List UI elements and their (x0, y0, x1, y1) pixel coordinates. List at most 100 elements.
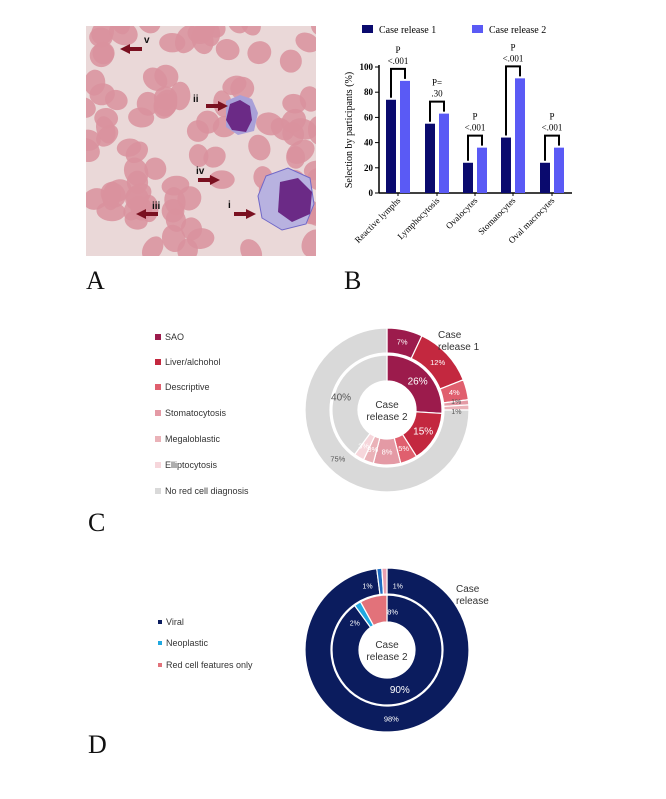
red-blood-cell (161, 199, 185, 223)
red-blood-cell (159, 32, 186, 53)
red-blood-cell (180, 217, 203, 241)
reactive-lymphocyte-nucleus (278, 178, 312, 222)
ring-label-case-release-2: Case (375, 400, 399, 411)
y-tick-label: 100 (360, 62, 374, 72)
significance-bracket (467, 134, 483, 161)
ring-label-case-release-2: release 2 (366, 652, 408, 663)
red-blood-cell (89, 27, 113, 48)
ring-label-case-release-2: Case (375, 640, 399, 651)
arrow-icon (234, 209, 256, 219)
slice-label: 90% (390, 685, 410, 696)
significance-bracket (390, 67, 406, 98)
bar-case-release-1 (540, 162, 550, 193)
slice-label: 4% (449, 388, 460, 397)
bar-case-release-1 (386, 99, 396, 193)
p-value-label: P (549, 112, 554, 122)
legend-swatch (158, 641, 162, 645)
legend-label: Elliptocytosis (165, 460, 218, 470)
red-blood-cell (201, 26, 221, 47)
red-blood-cell (141, 236, 164, 256)
red-blood-cell (215, 39, 240, 61)
arrow-icon (206, 101, 228, 111)
legend-label: Case release 1 (379, 25, 436, 36)
legend-item: Descriptive (155, 382, 210, 392)
bar-case-release-2 (400, 80, 410, 193)
red-blood-cell (279, 49, 302, 73)
bar-case-release-2 (439, 113, 449, 193)
p-value: .30 (431, 89, 443, 99)
red-blood-cell (227, 26, 249, 34)
legend-label: Descriptive (165, 382, 210, 392)
legend-item: Stomatocytosis (155, 408, 226, 418)
slice-label: 8% (387, 607, 398, 616)
legend-swatch (472, 25, 483, 33)
arrow-label: i (228, 200, 231, 211)
red-blood-cell (295, 32, 316, 53)
panel-label-c: C (88, 508, 106, 537)
slice-label: 5% (398, 444, 409, 453)
red-blood-cell (240, 239, 263, 256)
red-blood-cell (303, 160, 316, 181)
slice-inner-no-red-cell-diagnosis (331, 354, 388, 456)
bar-case-release-1 (425, 123, 435, 193)
red-blood-cell (136, 91, 160, 116)
red-blood-cell (256, 112, 284, 136)
legend-swatch (155, 436, 161, 442)
ring-label-case-release-1: release 1 (438, 342, 480, 353)
slice-label: 1% (362, 584, 372, 591)
legend-item: Liver/alchohol (155, 357, 221, 367)
bar-case-release-1 (501, 137, 511, 193)
legend-item: SAO (155, 332, 184, 342)
legend-swatch (155, 462, 161, 468)
bar-case-release-2 (477, 147, 487, 193)
slice-label: 1% (451, 399, 461, 406)
slice-label: 1% (393, 583, 403, 590)
y-tick-label: 20 (364, 163, 374, 173)
slice-label: 12% (430, 358, 445, 367)
panel-label-d: D (88, 730, 107, 759)
legend-swatch (158, 620, 162, 624)
lymphocyte-nucleus (226, 100, 252, 132)
legend-label: Stomatocytosis (165, 408, 227, 418)
donut-chart-c: 7%12%4%1%1%75%26%15%5%8%3%3%40%Caserelea… (304, 327, 480, 493)
ring-label-case-release-1: release 1 (456, 596, 490, 607)
red-blood-cell (95, 116, 116, 144)
p-value-label: P (472, 112, 477, 122)
red-blood-cell (310, 26, 316, 36)
legend-swatch (362, 25, 373, 33)
bar-case-release-1 (463, 162, 473, 193)
legend-label: No red cell diagnosis (165, 486, 249, 496)
red-blood-cell (248, 134, 271, 161)
red-blood-cell (86, 96, 96, 118)
red-blood-cell (222, 75, 247, 96)
red-blood-cell (123, 157, 149, 186)
y-axis-label: Selection by participants (%) (344, 72, 355, 188)
slice-label: 75% (330, 455, 345, 464)
legend-label: Red cell features only (166, 660, 253, 670)
arrow-icon (120, 44, 142, 54)
y-tick-label: 80 (364, 87, 374, 97)
p-value: <.001 (388, 56, 409, 66)
bar-case-release-2 (515, 78, 525, 193)
p-value-label: P= (432, 78, 442, 88)
slice-label: 98% (384, 714, 399, 723)
legend-swatch (155, 488, 161, 494)
slice-label: 15% (413, 427, 433, 438)
slice-inner-red-cell-features-only (359, 594, 388, 627)
red-blood-cell (86, 129, 101, 151)
legend-swatch (155, 334, 161, 340)
legend-label: Neoplastic (166, 638, 209, 648)
legend-swatch (158, 663, 162, 667)
red-blood-cell (188, 144, 209, 168)
x-tick-label: Ovalocytes (444, 195, 480, 231)
significance-bracket (544, 134, 560, 161)
red-blood-cell (116, 138, 142, 157)
red-blood-cell (286, 146, 306, 169)
slice-label: 2% (350, 620, 360, 627)
x-tick-label: Lymphocytosis (395, 195, 441, 241)
p-value-label: P (395, 45, 400, 55)
bar-case-release-2 (554, 147, 564, 193)
